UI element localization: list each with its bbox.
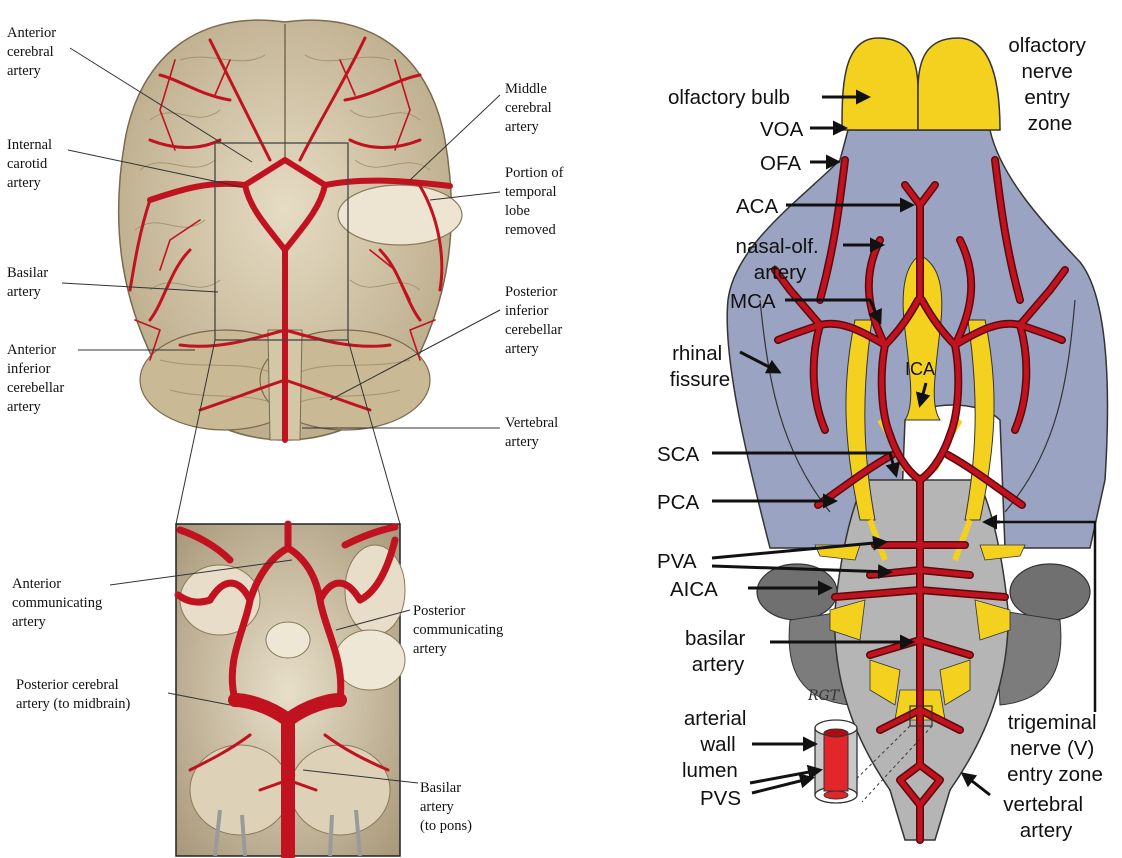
label-pvs: PVS <box>700 787 741 810</box>
label-vertebral-artery: Vertebral artery <box>505 415 562 450</box>
label-posterior-cerebral-artery: Posterior cerebral artery (to midbrain) <box>16 677 131 712</box>
label-rhinal-fissure: rhinal fissure <box>670 342 730 391</box>
label-lumen: lumen <box>682 759 738 782</box>
label-middle-cerebral-artery: Middle cerebral artery <box>505 81 555 135</box>
human-brain-illustration <box>119 20 462 524</box>
label-arterial-wall: arterial wall <box>684 707 752 756</box>
label-anterior-inferior-cerebellar-artery: Anterior inferior cerebellar artery <box>7 342 68 415</box>
label-olfactory-nerve-entry-zone: olfactory nerve entry zone <box>1008 34 1091 135</box>
label-olfactory-bulb: olfactory bulb <box>668 86 790 109</box>
label-ofa: OFA <box>760 152 801 175</box>
label-aca: ACA <box>736 195 778 218</box>
label-posterior-communicating-artery: Posterior communicating artery <box>413 603 507 657</box>
label-portion-of-temporal-lobe-removed: Portion of temporal lobe removed <box>505 165 567 238</box>
label-basilar-artery-right: basilar artery <box>685 627 751 676</box>
label-mca: MCA <box>730 290 776 313</box>
label-aica: AICA <box>670 578 718 601</box>
label-trigeminal-nerve-entry-zone: trigeminal nerve (V) entry zone <box>1007 711 1103 786</box>
label-internal-carotid-artery: Internal carotid artery <box>7 137 56 191</box>
label-voa: VOA <box>760 118 804 141</box>
label-anterior-cerebral-artery: Anterior cerebral artery <box>7 25 60 79</box>
vessel-cross-section <box>815 720 857 803</box>
label-sca: SCA <box>657 443 699 466</box>
label-pva: PVA <box>657 550 697 573</box>
label-basilar-artery-to-pons: Basilar artery (to pons) <box>420 780 472 834</box>
label-ica: ICA <box>905 359 935 379</box>
label-anterior-communicating-artery: Anterior communicating artery <box>12 576 106 630</box>
label-pca: PCA <box>657 491 699 514</box>
label-vertebral-artery-right: vertebral artery <box>1003 793 1088 842</box>
label-rgt: RGT <box>807 688 841 704</box>
inset-circle-of-willis <box>176 524 405 856</box>
label-posterior-inferior-cerebellar-artery: Posterior inferior cerebellar artery <box>505 284 566 357</box>
label-basilar-artery: Basilar artery <box>7 265 52 300</box>
